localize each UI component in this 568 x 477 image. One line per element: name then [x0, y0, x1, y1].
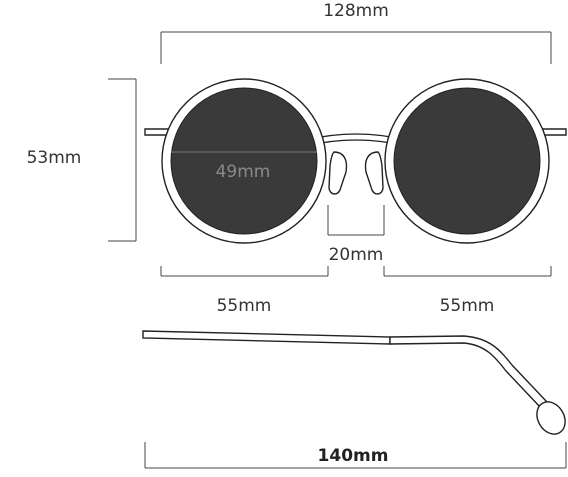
- height-dimension: 53mm: [27, 78, 137, 242]
- lens-width-dimensions: 55mm 55mm: [160, 266, 552, 316]
- right-lens-group: [384, 78, 550, 244]
- height-label: 53mm: [27, 148, 82, 168]
- left-nose-pad: [328, 151, 348, 195]
- right-lens: [393, 87, 541, 235]
- temple-side-view: [142, 330, 566, 435]
- temple-arm-back: [389, 335, 548, 410]
- left-lens-width-label: 55mm: [217, 296, 272, 316]
- total-width-label: 128mm: [323, 1, 389, 21]
- lens-diameter-label: 49mm: [216, 162, 271, 182]
- left-lens-group: 49mm: [161, 78, 327, 244]
- left-lens: [170, 87, 318, 235]
- total-width-dimension: 128mm: [160, 1, 552, 64]
- right-nose-pad: [364, 151, 384, 195]
- temple-length-dimension: 140mm: [144, 442, 567, 469]
- right-lens-width-label: 55mm: [440, 296, 495, 316]
- temple-length-label: 140mm: [318, 446, 389, 466]
- temple-arm-front: [142, 330, 391, 345]
- bridge-label: 20mm: [329, 245, 384, 265]
- bridge-width-dimension: 20mm: [327, 205, 385, 265]
- temple-tip: [536, 401, 566, 435]
